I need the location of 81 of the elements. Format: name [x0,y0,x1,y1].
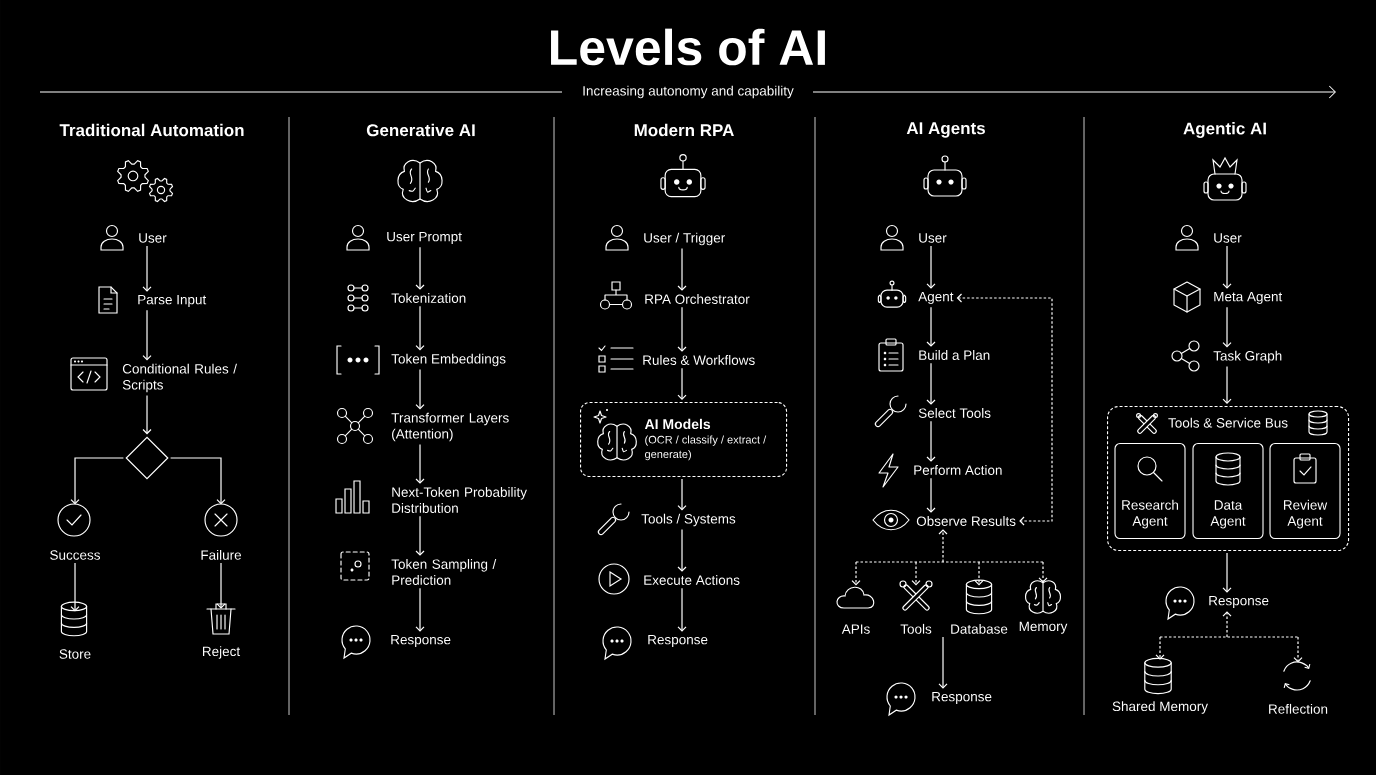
step-label: Reject [203,646,241,659]
step-label: Success [50,550,100,560]
step-label: Response [1209,595,1269,609]
step-label: Conditional Rules / Scripts [122,363,237,393]
column-heading: Traditional Automation [59,123,244,137]
arrow [142,309,152,361]
arrow [216,562,226,609]
step-label: Response [648,634,708,648]
step-label: Meta Agent [1214,291,1283,305]
step-label: Reflection [1269,703,1328,714]
arrow [1222,552,1232,593]
step-label: User [919,233,947,243]
arrow [70,562,80,612]
step-label: Parse Input [138,294,207,308]
arrow [142,245,152,292]
arrow [926,362,936,405]
arrow [415,368,425,410]
agent-box: Research Agent [1114,443,1186,540]
step-label: Shared Memory [1112,701,1208,714]
agent-box: Data Agent [1192,443,1264,540]
step-label: Task Graph [1213,350,1282,364]
column-heading: Generative AI [366,123,475,137]
step-label: Build a Plan [919,350,990,360]
step-label: User / Trigger [644,232,725,246]
arrow [1222,365,1232,404]
step-label: Tokenization [391,293,466,303]
arrow [677,247,687,291]
arrow [142,394,152,435]
step-label: APIs [841,624,870,634]
step-label: Perform Action [914,465,1002,475]
step-label: Agent [918,291,954,305]
arrow [926,420,936,462]
step-label: User [1214,233,1242,243]
decision-diamond [125,436,169,480]
arrow [938,636,948,689]
agent-box: Review Agent [1269,443,1341,540]
arrow [70,457,124,505]
arrow [677,367,687,400]
dashed-arrow [1155,611,1303,663]
step-label: Transformer Layers (Attention) [391,412,509,442]
step-label: Token Sampling / Prediction [391,559,497,585]
title: Levels of AI [551,28,825,66]
arrow [415,587,425,632]
column-heading: Modern RPA [634,123,734,137]
arrow [415,305,425,351]
arrow [677,306,687,352]
arrow [926,477,936,513]
step-label: Next-Token Probability Distribution [392,487,527,513]
dashed-box: AI Models (OCR / classify / extract / generate) [580,402,788,478]
step-label: Tools / Systems [641,513,736,527]
axis-label: Increasing autonomy and capability [583,85,794,99]
step-label: Response [932,691,992,705]
step-label: Store [59,649,91,659]
step-label: Memory [1019,621,1068,634]
arrow [677,587,687,632]
step-label: Tools [900,623,932,634]
step-label: Select Tools [918,408,991,418]
arrow [926,245,936,289]
step-label: Execute Actions [644,575,740,585]
arrow [170,457,226,505]
step-label: Token Embeddings [391,353,506,367]
step-label: User Prompt [387,231,462,245]
dashed-arrow [851,529,1048,586]
arrow [1222,306,1232,348]
step-label: Response [391,634,451,648]
arrow [1222,245,1232,289]
step-label: User [139,233,167,243]
step-label: Rules & Workflows [643,355,755,365]
step-label: Observe Results [916,516,1016,526]
arrow [415,246,425,290]
step-label: Failure [201,549,242,560]
arrow [926,306,936,347]
step-label: RPA Orchestrator [645,294,750,304]
arrow [677,478,687,511]
column-heading: Agentic AI [1183,122,1266,138]
arrow [415,515,425,556]
arrow [415,443,425,484]
step-label: Database [951,623,1008,634]
column-heading: AI Agents [906,122,985,138]
arrow [677,528,687,572]
dashed-arrow [956,293,1053,526]
